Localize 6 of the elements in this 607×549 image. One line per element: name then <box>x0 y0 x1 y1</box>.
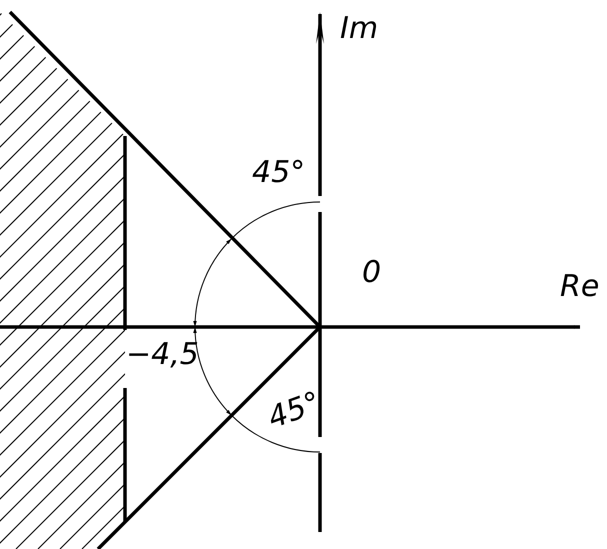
axis-label: Re <box>560 272 600 302</box>
angle-label: 45° <box>264 388 325 434</box>
axis-label: Im <box>340 14 378 44</box>
coordinate-label: −4,5 <box>126 340 199 370</box>
origin-label: 0 <box>362 258 382 288</box>
angle-label: 45° <box>252 158 306 188</box>
